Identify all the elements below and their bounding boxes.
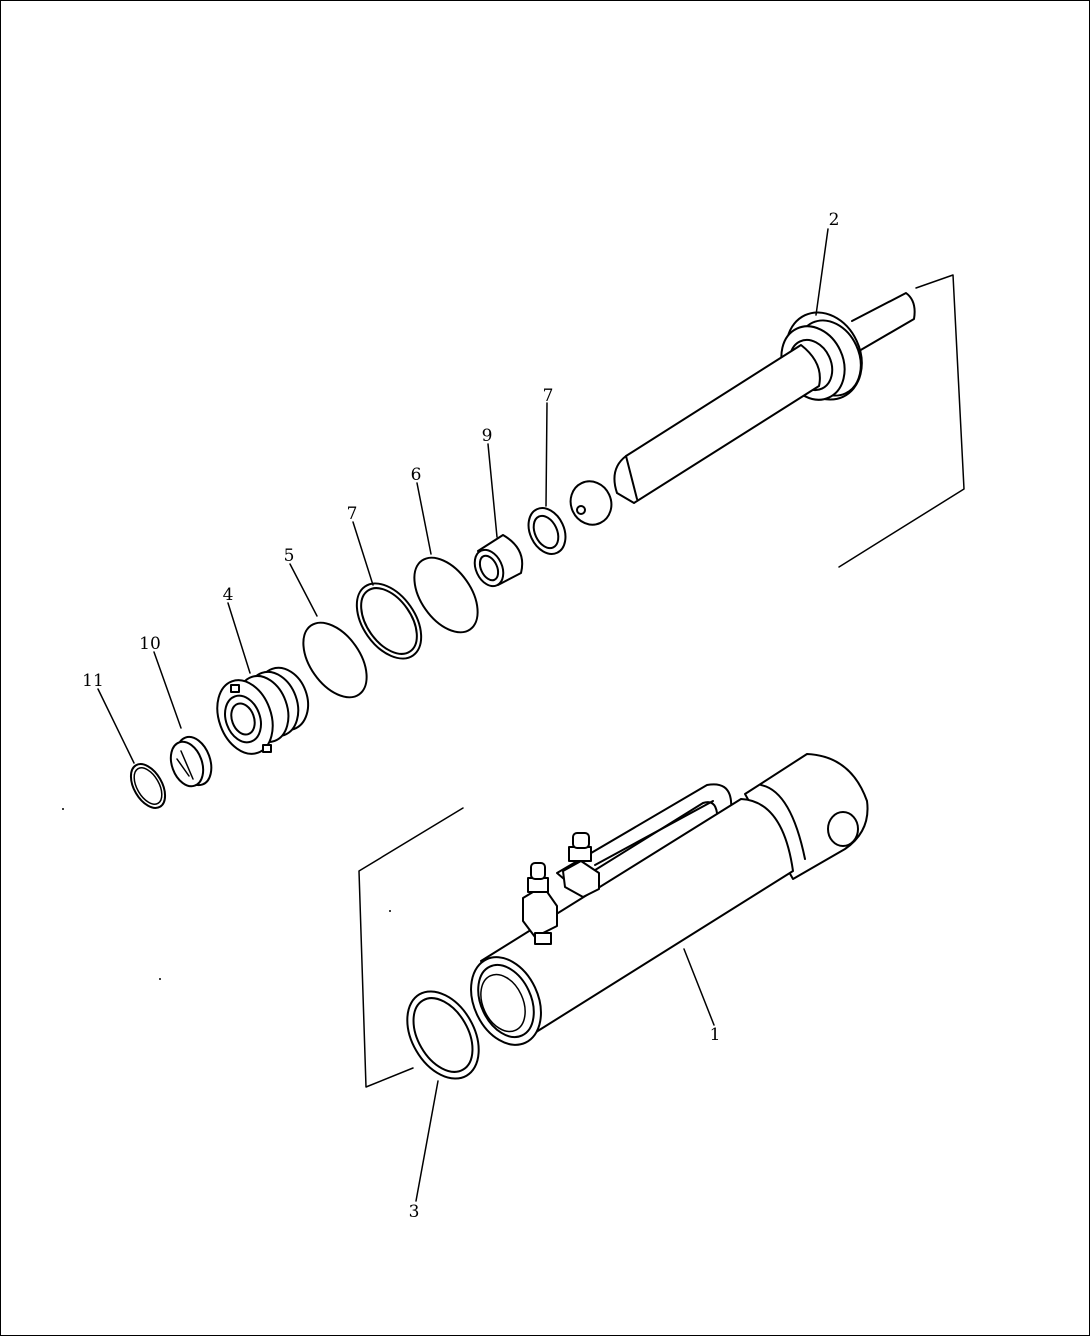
scan-specks (62, 808, 391, 980)
callout-6: 6 (411, 465, 422, 485)
callout-10: 10 (139, 634, 161, 654)
callout-5: 5 (284, 546, 295, 566)
part-9-bushing (473, 534, 524, 588)
part-11-snap-ring (129, 763, 167, 809)
part-4-piston (216, 666, 310, 755)
part-8-ring (527, 507, 567, 555)
callout-11: 11 (82, 671, 104, 691)
callout-labels: 2 7 9 6 7 5 4 10 11 1 3 (82, 210, 839, 1222)
leader-lines (97, 228, 829, 1202)
upper-assembly-bracket (838, 274, 965, 568)
part-3-ring (406, 990, 480, 1080)
part-2-piston-rod (569, 292, 916, 526)
callout-3: 3 (409, 1202, 420, 1222)
part-6-o-ring (413, 556, 479, 634)
callout-4: 4 (223, 585, 234, 605)
part-1-cylinder (470, 753, 869, 1046)
callout-2: 2 (829, 210, 840, 230)
callout-1: 1 (710, 1025, 721, 1045)
callout-8: 7 (543, 386, 554, 406)
part-7-backup-ring (355, 582, 423, 660)
callout-7: 7 (347, 504, 358, 524)
part-5-o-ring (302, 621, 368, 699)
callout-9: 9 (482, 426, 493, 446)
lower-assembly-bracket (358, 807, 464, 1088)
part-10-nut (169, 735, 213, 788)
